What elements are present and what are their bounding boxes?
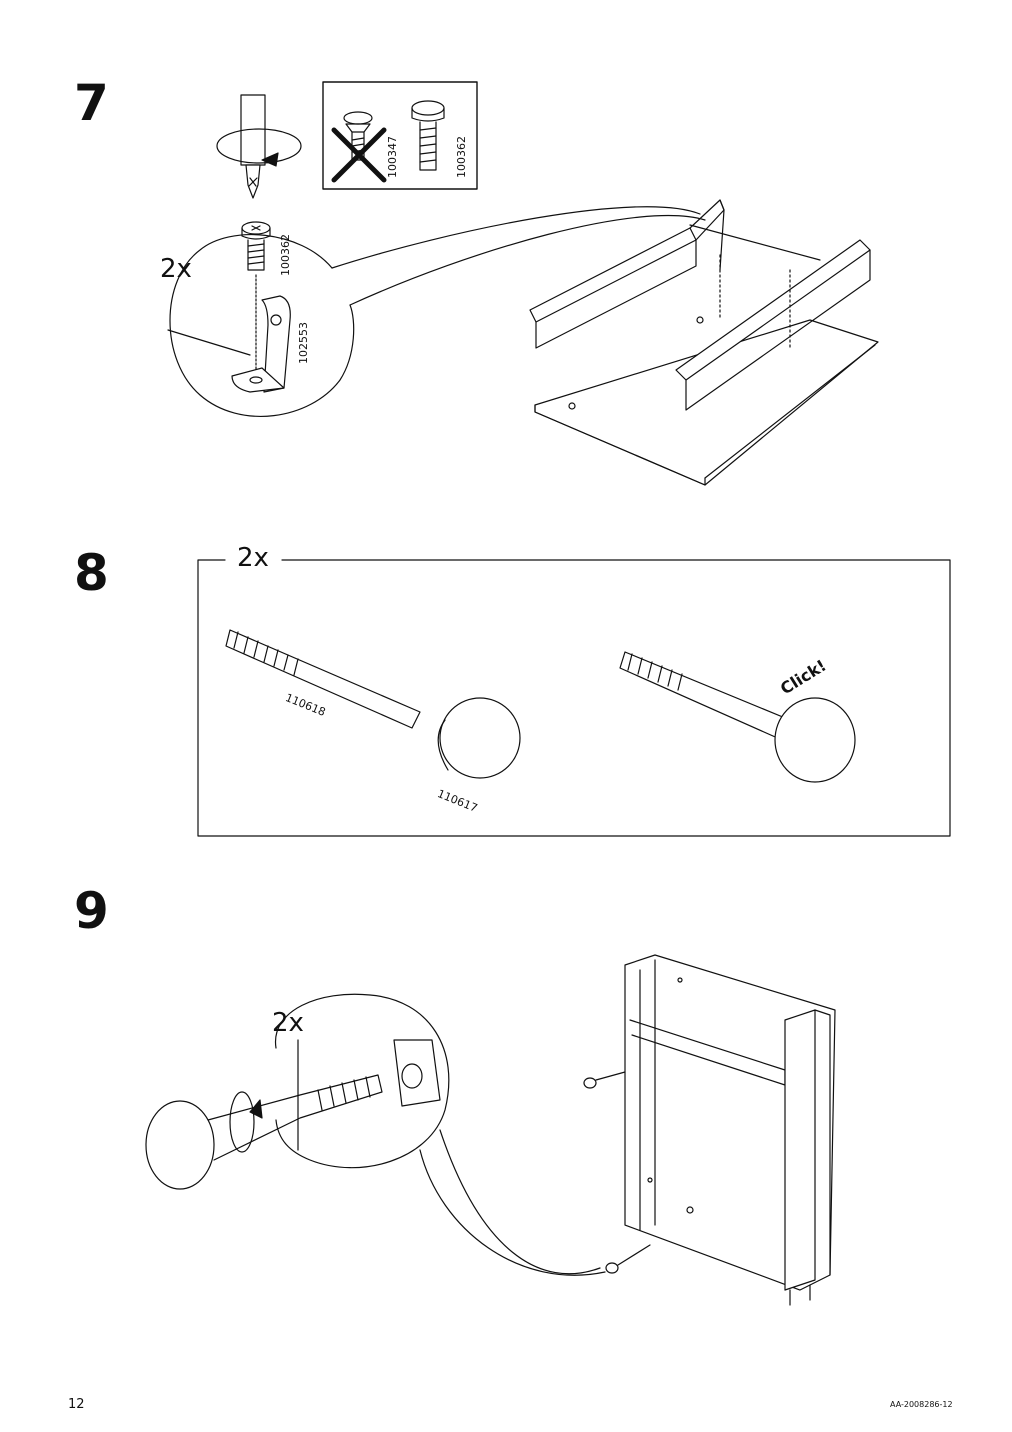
frame-assembly xyxy=(529,199,879,486)
cabinet-side-panel xyxy=(583,954,836,1306)
step-number-8: 8 xyxy=(74,544,109,602)
step-number-7: 7 xyxy=(74,74,109,132)
knob-icon xyxy=(437,697,521,779)
knob-bolt-icon xyxy=(145,1074,383,1190)
rotation-arrow-step9-icon xyxy=(229,1091,263,1153)
step-8-quantity: 2x xyxy=(231,545,275,571)
step-7-quantity: 2x xyxy=(160,254,192,284)
rotation-arrow-icon xyxy=(216,128,302,167)
screw-icon xyxy=(241,221,271,271)
step-number-9: 9 xyxy=(74,882,109,940)
document-code: AA-2008286-12 xyxy=(890,1400,953,1409)
bracket-icon xyxy=(231,295,291,393)
rod-icon xyxy=(225,629,421,729)
detail-circle-step7 xyxy=(167,206,706,417)
screw-comparison-box xyxy=(322,81,478,190)
step-8-panel xyxy=(197,559,951,837)
page-number: 12 xyxy=(68,1397,85,1412)
screwdriver-icon xyxy=(240,94,266,199)
tee-nut-icon xyxy=(393,1039,441,1107)
detail-circle-step9 xyxy=(275,993,606,1276)
rod-with-knob-icon xyxy=(619,651,856,783)
